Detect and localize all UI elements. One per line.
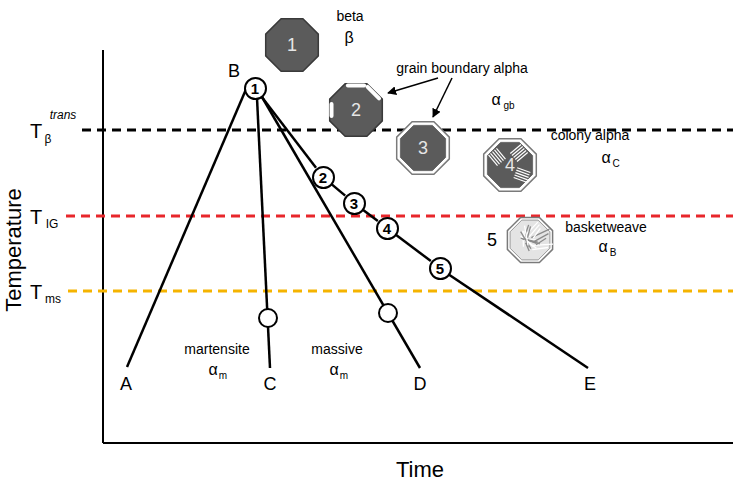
- phase-symbol: α: [329, 362, 338, 378]
- callout-number: 4: [505, 156, 515, 174]
- phase-symbol: α: [601, 150, 610, 166]
- phase-symbol: α: [208, 362, 217, 378]
- transformation-marker: [379, 304, 397, 322]
- subscript: β: [45, 133, 52, 145]
- callout-number: 1: [251, 81, 259, 96]
- temperature-symbol: T: [30, 207, 42, 227]
- phase-name: beta: [336, 9, 363, 23]
- stage-circle: 3: [343, 192, 366, 215]
- curve-letter: D: [414, 375, 427, 393]
- subscript: m: [340, 371, 348, 381]
- microstructure-octagon: 5: [504, 214, 556, 266]
- curve-letter: E: [584, 375, 596, 393]
- subscript: ms: [45, 293, 61, 305]
- curve-letter: A: [120, 375, 132, 393]
- microstructure-octagon: 3: [393, 118, 453, 178]
- cooling-curve: [396, 235, 431, 261]
- cooling-curve: [262, 97, 316, 168]
- subscript: gb: [503, 101, 514, 111]
- phase-symbol: α: [491, 92, 500, 108]
- subscript: C: [612, 159, 619, 169]
- cooling-curve: [127, 80, 250, 367]
- temperature-symbol: T: [30, 121, 42, 141]
- leader-arrow: [433, 78, 452, 117]
- callout-number: 5: [487, 231, 497, 249]
- subscript: B: [610, 248, 617, 258]
- callout-number: 1: [287, 36, 297, 54]
- callout-number: 5: [436, 261, 444, 276]
- microstructure-octagon: 1: [262, 15, 322, 75]
- stage-circle: 1: [244, 77, 267, 100]
- transformation-marker: [259, 309, 277, 327]
- stage-circle: 5: [429, 257, 452, 280]
- curve-letter: B: [228, 62, 240, 80]
- axis-title: Temperature: [3, 188, 25, 312]
- cooling-curve: [448, 274, 588, 368]
- microstructure-octagon: 4: [480, 135, 540, 195]
- martensite-start-line: [68, 290, 733, 293]
- stage-circle: 2: [312, 166, 335, 189]
- subscript: m: [219, 371, 227, 381]
- phase-name: massive: [311, 342, 362, 356]
- time-axis: [103, 442, 733, 444]
- grain-octagon: [504, 214, 556, 266]
- phase-name: basketweave: [565, 220, 647, 234]
- callout-number: 3: [350, 196, 358, 211]
- phase-symbol: α: [598, 239, 607, 255]
- phase-name: martensite: [184, 342, 249, 356]
- stage-circle: 4: [376, 217, 399, 240]
- curve-letter: C: [264, 375, 277, 393]
- subscript: IG: [46, 218, 59, 230]
- callout-number: 3: [418, 139, 428, 157]
- axis-title: Time: [396, 459, 444, 481]
- phase-symbol: β: [344, 30, 353, 46]
- cooling-curve: [363, 210, 378, 221]
- superscript: trans: [50, 109, 77, 121]
- leader-arrow: [388, 78, 438, 93]
- phase-name: colony alpha: [551, 128, 630, 142]
- callout-number: 2: [319, 170, 327, 185]
- temperature-axis: [102, 50, 104, 443]
- callout-number: 2: [351, 101, 361, 119]
- intragranular-line: [66, 215, 733, 218]
- phase-name: grain boundary alpha: [396, 61, 528, 75]
- microstructure-octagon: 2: [326, 80, 386, 140]
- callout-number: 4: [383, 221, 391, 236]
- cooling-curve: [332, 184, 345, 195]
- temperature-symbol: T: [30, 282, 42, 302]
